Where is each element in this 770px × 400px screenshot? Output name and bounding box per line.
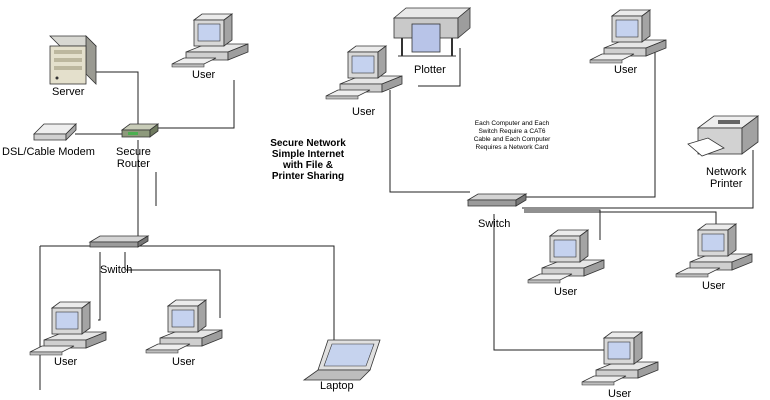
switch-right-label: Switch bbox=[478, 218, 511, 230]
plotter-icon bbox=[392, 7, 472, 57]
cable-switch-user2 bbox=[124, 252, 221, 318]
note-line-2: Switch Require a CAT6 bbox=[478, 128, 546, 135]
pc-plotter-side-computer-icon bbox=[325, 45, 403, 100]
router-label-line2: Router bbox=[116, 158, 150, 170]
title-line-2: Simple Internet bbox=[271, 149, 345, 160]
note-line-1: Each Computer and Each bbox=[474, 120, 550, 127]
router-icon bbox=[120, 123, 160, 138]
user-label-top-right: User bbox=[614, 64, 638, 76]
cable-switch-user1 bbox=[98, 252, 101, 321]
user-label-top-left: User bbox=[192, 69, 216, 81]
server-label: Server bbox=[52, 86, 85, 98]
user-label-right-far: User bbox=[702, 280, 726, 292]
pc-top-right-computer-icon bbox=[589, 9, 667, 64]
pc-top-left-computer-icon bbox=[171, 13, 249, 68]
cable-plotter bbox=[418, 48, 461, 87]
user-label-plotter-side: User bbox=[352, 106, 376, 118]
pc-right-mid-computer-icon bbox=[527, 229, 605, 284]
pc-right-far-computer-icon bbox=[675, 223, 753, 278]
user-label-bottom-left-2: User bbox=[172, 356, 196, 368]
network-printer-icon bbox=[687, 115, 760, 157]
note-line-4: Requires a Network Card bbox=[475, 144, 549, 151]
cabling-note: Each Computer and Each Switch Require a … bbox=[452, 120, 572, 152]
router-label-line1: Secure bbox=[116, 146, 151, 158]
cable-switch-user3 bbox=[524, 209, 601, 240]
server-icon bbox=[49, 35, 97, 85]
cable-server-router bbox=[95, 71, 139, 128]
laptop-label: Laptop bbox=[320, 380, 354, 392]
user-label-bottom-left-1: User bbox=[54, 356, 78, 368]
cable-printer-switch bbox=[522, 150, 754, 209]
user-label-bottom-right: User bbox=[608, 388, 632, 400]
pc-bottom-left-2-computer-icon bbox=[145, 299, 223, 354]
network-printer-label-line1: Network bbox=[706, 166, 747, 178]
cable-topuser-switch bbox=[522, 50, 656, 198]
network-printer-label: Network Printer bbox=[706, 166, 746, 190]
note-line-3: Cable and Each Computer bbox=[473, 136, 551, 143]
title-line-3: with File & bbox=[283, 160, 333, 171]
diagram-title: Secure Network Simple Internet with File… bbox=[250, 138, 366, 182]
switch-left-icon bbox=[88, 235, 150, 248]
router-label: Secure Router bbox=[116, 146, 151, 170]
switch-left-label: Switch bbox=[100, 264, 133, 276]
laptop-icon bbox=[302, 339, 381, 381]
cable-user-plotter-switch bbox=[389, 90, 470, 193]
cable-switch-user5 bbox=[493, 214, 608, 351]
modem-icon bbox=[33, 123, 77, 141]
modem-label: DSL/Cable Modem bbox=[2, 146, 95, 158]
title-line-1: Secure Network bbox=[270, 138, 346, 149]
user-label-right-mid: User bbox=[554, 286, 578, 298]
cable-user-router bbox=[158, 80, 235, 129]
title-line-4: Printer Sharing bbox=[271, 171, 345, 182]
pc-bottom-right-computer-icon bbox=[581, 331, 659, 386]
plotter-label: Plotter bbox=[414, 64, 446, 76]
switch-right-icon bbox=[466, 193, 528, 207]
pc-bottom-left-1-computer-icon bbox=[29, 301, 107, 356]
network-printer-label-line2: Printer bbox=[709, 178, 743, 190]
